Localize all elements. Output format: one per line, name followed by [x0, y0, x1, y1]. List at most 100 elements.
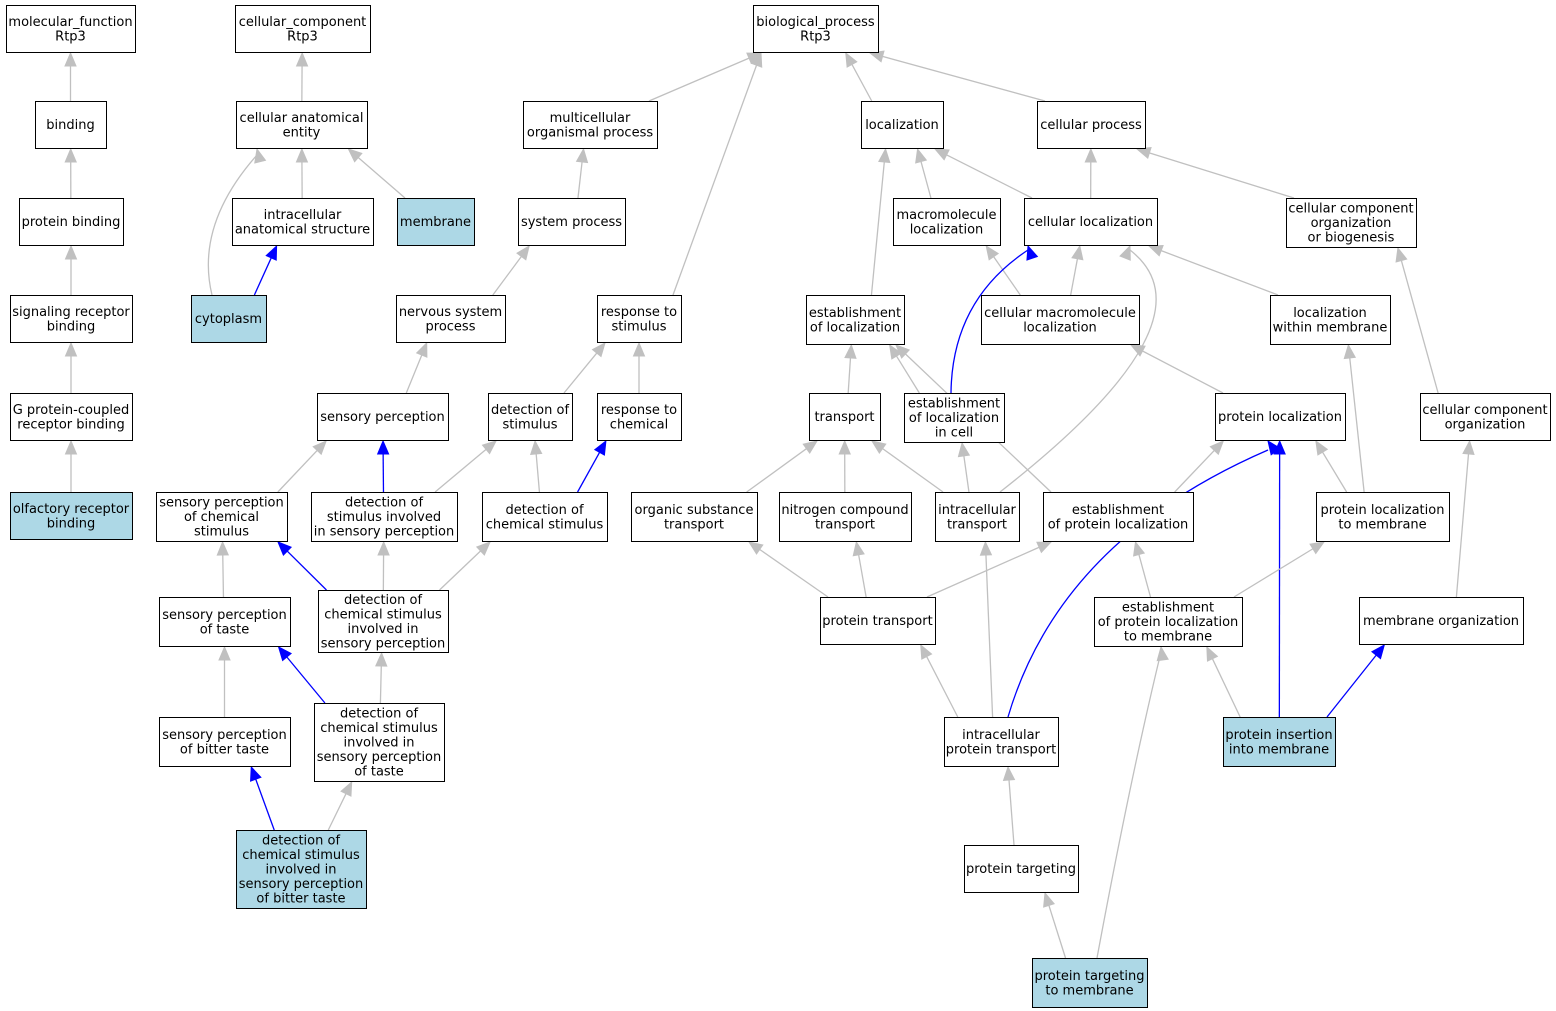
- edge-line: [1326, 653, 1378, 718]
- term-box: [314, 703, 445, 782]
- term-label-line: establishment: [1072, 503, 1164, 518]
- term-box: [6, 5, 136, 53]
- term-node-cytoplasm[interactable]: cytoplasm: [191, 295, 267, 343]
- term-label-line: cellular component: [1288, 202, 1413, 217]
- term-label-line: G protein-coupled: [13, 403, 130, 418]
- edge-cae-to-cc: [295, 51, 309, 102]
- term-label-line: detection of: [344, 593, 422, 608]
- edge-ias-to-cae: [295, 147, 309, 199]
- term-node-binding[interactable]: binding: [35, 101, 107, 149]
- arrow-head: [1135, 147, 1152, 159]
- term-node-protein_binding[interactable]: protein binding: [19, 198, 124, 246]
- arrow-head: [376, 439, 390, 455]
- edge-srb-to-protein_binding: [64, 244, 78, 295]
- term-box: [10, 393, 133, 441]
- arrow-head: [516, 244, 530, 261]
- edge-line: [758, 548, 829, 598]
- term-node-membrane[interactable]: membrane: [397, 198, 475, 246]
- term-node-sensperc[interactable]: sensory perception: [317, 393, 449, 441]
- term-node-transport[interactable]: transport: [809, 393, 881, 441]
- edge-line: [379, 664, 382, 704]
- term-box: [964, 845, 1079, 893]
- term-box: [317, 393, 449, 441]
- term-box: [1043, 492, 1194, 542]
- term-label-line: involved in: [343, 736, 414, 751]
- edge-spbt-to-spt: [218, 645, 231, 717]
- arrow-head: [1462, 439, 1475, 455]
- term-box: [19, 198, 124, 246]
- edge-nct-to-transport: [838, 439, 851, 493]
- arrow-head: [1273, 439, 1286, 455]
- term-label-line: anatomical structure: [235, 222, 370, 237]
- edge-line: [327, 792, 348, 831]
- edge-gpcrb-to-srb: [64, 341, 78, 393]
- term-label-line: chemical stimulus: [242, 848, 360, 863]
- term-label-line: organic substance: [635, 503, 754, 518]
- term-node-cellloc[interactable]: cellular localization: [1024, 198, 1158, 246]
- term-box: [597, 393, 682, 441]
- term-node-protloc[interactable]: protein localization: [1215, 393, 1346, 441]
- edge-line: [1141, 349, 1224, 394]
- edge-line: [1047, 904, 1067, 959]
- term-label-line: membrane: [400, 215, 471, 230]
- edge-line: [1455, 452, 1470, 598]
- term-node-sysproc[interactable]: system process: [518, 198, 626, 246]
- term-label-line: localization: [1293, 306, 1367, 321]
- edge-cml-to-mloc: [985, 244, 1021, 296]
- term-label-line: sensory perception: [239, 877, 364, 892]
- term-node-cellproc[interactable]: cellular process: [1037, 101, 1146, 149]
- term-node-prottrans[interactable]: protein transport: [820, 597, 936, 645]
- term-label-line: receptor binding: [17, 417, 124, 432]
- term-box: [820, 597, 936, 645]
- term-node-prottarg[interactable]: protein targeting: [964, 845, 1079, 893]
- term-label-line: olfactory receptor: [13, 502, 130, 517]
- term-box: [311, 492, 458, 542]
- edge-line: [847, 356, 852, 394]
- term-node-loc[interactable]: localization: [861, 101, 944, 149]
- term-label-line: protein transport: [822, 614, 932, 629]
- edge-pim-to-protloc: [1273, 439, 1286, 718]
- term-box: [981, 295, 1140, 345]
- edge-ipt-to-protloc: [1007, 439, 1281, 718]
- edge-mloc-to-loc: [915, 147, 932, 199]
- edge-line: [1211, 657, 1241, 718]
- term-node-memorg[interactable]: membrane organization: [1359, 597, 1524, 645]
